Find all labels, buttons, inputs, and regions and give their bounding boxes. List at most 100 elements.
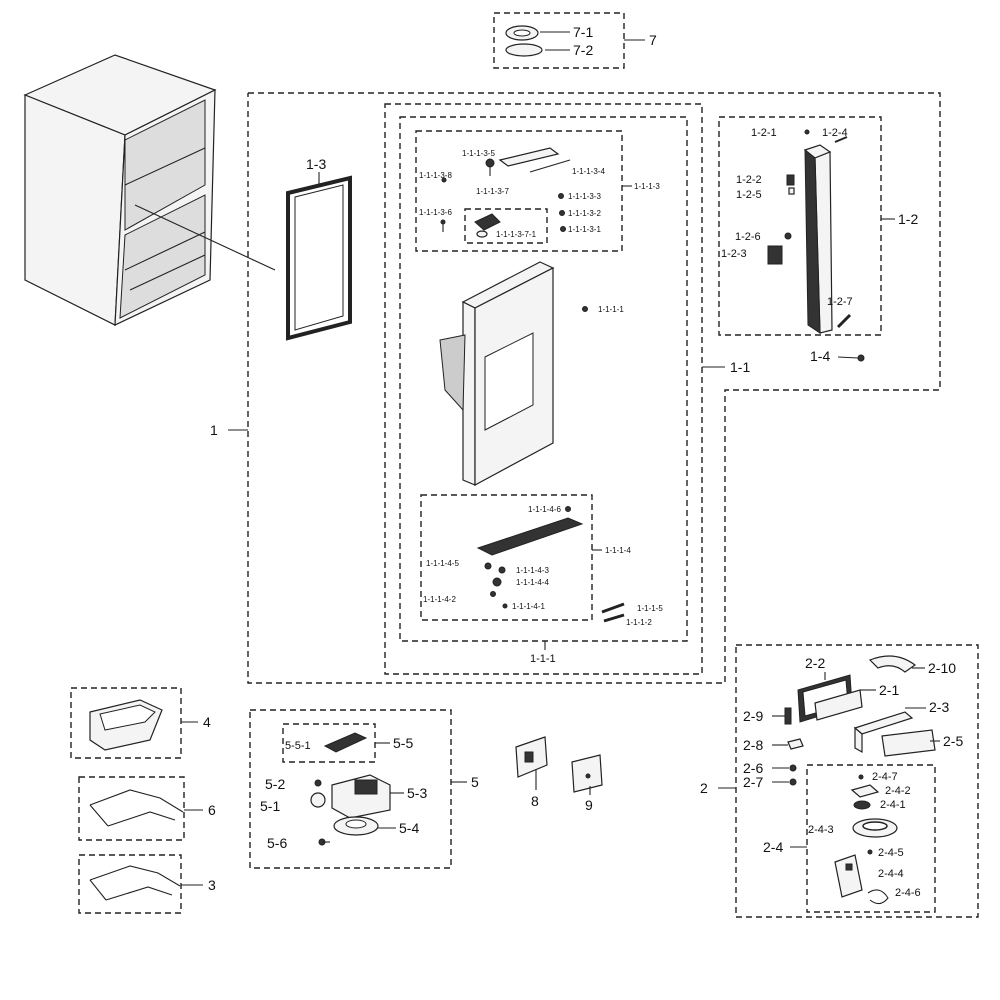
group-1-1-box — [384, 103, 703, 675]
label-2-8: 2-8 — [743, 737, 763, 753]
group-6-box — [78, 776, 185, 841]
part-1-2-6 — [784, 232, 792, 240]
label-2-4-2: 2-4-2 — [885, 785, 911, 797]
label-5-5-1: 5-5-1 — [285, 740, 311, 752]
label-8: 8 — [531, 793, 539, 809]
label-1-2-1: 1-2-1 — [751, 127, 777, 139]
label-6: 6 — [208, 802, 216, 818]
label-1-2-4: 1-2-4 — [822, 127, 848, 139]
label-1-1-1-3-4: 1-1-1-3-4 — [572, 167, 605, 176]
label-7-2: 7-2 — [573, 42, 593, 58]
part-1-1-1-4-panel — [476, 517, 584, 556]
part-5-3-motor — [331, 774, 391, 819]
part-1-1-1-3-8 — [441, 177, 447, 183]
part-1-1-1-4-4 — [492, 577, 502, 587]
part-5-4 — [333, 816, 379, 836]
label-1-1-1-4: 1-1-1-4 — [605, 546, 631, 555]
part-1-1-1-2 — [603, 613, 625, 623]
label-1-2-6: 1-2-6 — [735, 231, 761, 243]
label-2-9: 2-9 — [743, 708, 763, 724]
group-1-box — [247, 92, 941, 684]
part-1-1-1-3-2 — [559, 210, 565, 216]
label-1-1-1-3-8: 1-1-1-3-8 — [419, 171, 452, 180]
part-2-4-1 — [853, 800, 871, 810]
part-2-4-6 — [867, 889, 889, 905]
part-1-1-1-4-6 — [565, 506, 571, 512]
label-1-1-1-4-5: 1-1-1-4-5 — [426, 559, 459, 568]
part-2-10 — [868, 655, 917, 673]
part-2-9 — [784, 707, 792, 725]
label-2-7: 2-7 — [743, 774, 763, 790]
part-5-1 — [310, 792, 326, 808]
part-1-1-1-5 — [601, 602, 625, 614]
label-3: 3 — [208, 877, 216, 893]
part-2-4-3 — [852, 818, 898, 838]
part-5-5-1 — [323, 732, 368, 753]
label-7: 7 — [649, 32, 657, 48]
label-5-4: 5-4 — [399, 820, 419, 836]
group-4-box — [70, 687, 182, 759]
door-panel — [439, 261, 555, 487]
label-1-2-7: 1-2-7 — [827, 296, 853, 308]
part-1-1-1-3-3 — [558, 193, 564, 199]
label-1-1-1-4-3: 1-1-1-4-3 — [516, 566, 549, 575]
part-1-1-1-3-1 — [560, 226, 566, 232]
part-2-5 — [881, 729, 936, 757]
label-5-6: 5-6 — [267, 835, 287, 851]
part-6-shelf — [89, 789, 184, 827]
part-1-1-1-1 — [582, 306, 588, 312]
group-1-1-1-4-box — [420, 494, 593, 621]
part-2-4-5 — [867, 849, 873, 855]
label-1-1-1-3-7-1: 1-1-1-3-7-1 — [496, 230, 537, 239]
label-2-4-5: 2-4-5 — [878, 847, 904, 859]
label-1-2-5: 1-2-5 — [736, 189, 762, 201]
label-5-1: 5-1 — [260, 798, 280, 814]
label-5-2: 5-2 — [265, 776, 285, 792]
part-1-1-1-4-5 — [484, 562, 492, 570]
refrigerator-cabinet — [23, 54, 276, 326]
part-2-4-2 — [850, 784, 880, 798]
label-1-3: 1-3 — [306, 156, 326, 172]
part-2-1 — [814, 689, 863, 721]
part-1-2-7 — [836, 313, 852, 329]
label-2-4-4: 2-4-4 — [878, 868, 904, 880]
part-5-6 — [318, 838, 330, 846]
label-2-6: 2-6 — [743, 760, 763, 776]
part-1-1-1-3-5 — [485, 158, 495, 176]
label-1-1-1-5: 1-1-1-5 — [637, 604, 663, 613]
part-7-1 — [505, 25, 539, 41]
label-1-1-1-4-2: 1-1-1-4-2 — [423, 595, 456, 604]
label-1-1-1-4-6: 1-1-1-4-6 — [528, 505, 561, 514]
label-5-3: 5-3 — [407, 785, 427, 801]
label-1-1-1-3-7: 1-1-1-3-7 — [476, 187, 509, 196]
part-2-8 — [787, 738, 804, 750]
label-1-1-1-4-4: 1-1-1-4-4 — [516, 578, 549, 587]
label-1-1-1-3: 1-1-1-3 — [634, 182, 660, 191]
group-1-1-1-3-box — [415, 130, 623, 252]
label-5-5: 5-5 — [393, 735, 413, 751]
label-1-2-2: 1-2-2 — [736, 174, 762, 186]
label-2-10: 2-10 — [928, 660, 956, 676]
label-7-1: 7-1 — [573, 24, 593, 40]
part-1-1-1-3-4 — [498, 147, 571, 173]
label-2-4: 2-4 — [763, 839, 783, 855]
label-1-4: 1-4 — [810, 348, 830, 364]
label-2-5: 2-5 — [943, 733, 963, 749]
part-1-4 — [857, 354, 865, 362]
label-2: 2 — [700, 780, 708, 796]
group-1-2-box — [718, 116, 882, 336]
label-2-4-7: 2-4-7 — [872, 771, 898, 783]
part-1-1-1-4-1 — [502, 603, 508, 609]
part-1-2-handle-bar — [803, 144, 833, 334]
part-1-3-gasket — [286, 175, 352, 341]
part-1-2-2 — [786, 174, 795, 186]
part-1-1-1-3-6 — [440, 219, 446, 232]
part-7-2 — [505, 43, 543, 57]
label-1-1-1: 1-1-1 — [530, 653, 556, 665]
part-8 — [515, 736, 548, 778]
part-1-2-3 — [767, 245, 783, 265]
label-1-2: 1-2 — [898, 211, 918, 227]
label-1: 1 — [210, 422, 218, 438]
part-2-3 — [853, 711, 914, 754]
